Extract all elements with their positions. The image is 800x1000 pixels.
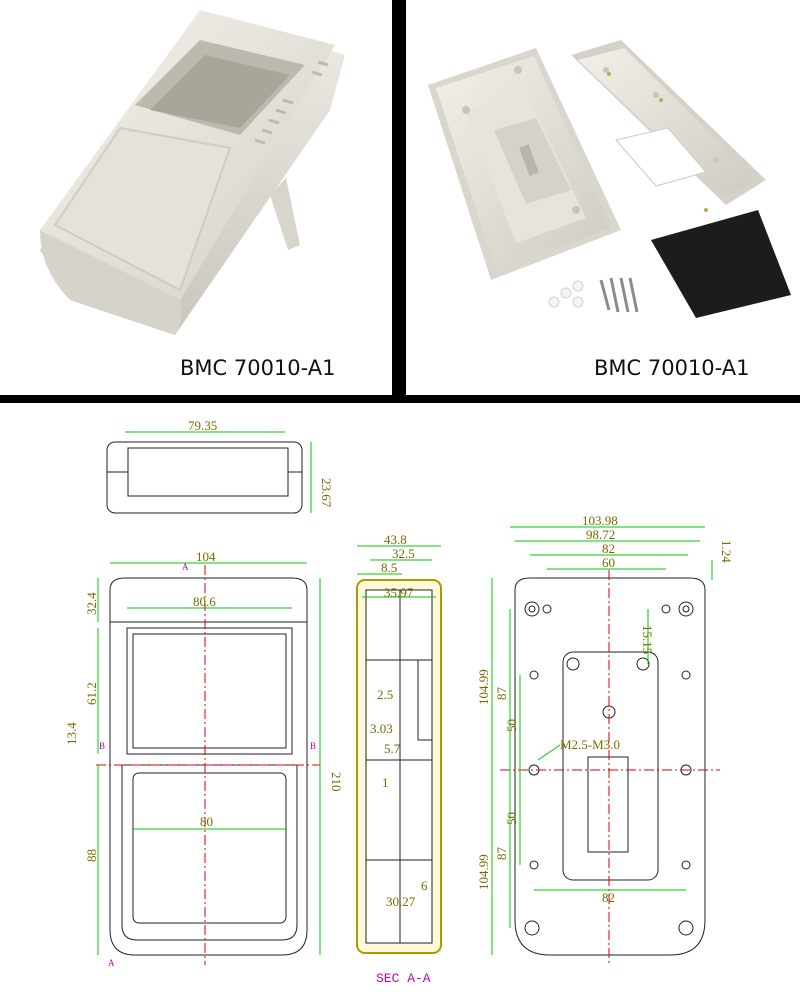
svg-text:30.27: 30.27 [386,894,416,909]
svg-text:13.4: 13.4 [64,722,79,745]
photo-caption: BMC 70010-A1 [180,356,336,380]
top-view [106,441,303,514]
svg-text:35.97: 35.97 [384,585,414,600]
svg-text:A: A [182,562,189,572]
svg-text:88: 88 [84,849,99,862]
svg-text:104.99: 104.99 [476,669,491,705]
svg-text:104: 104 [196,549,216,564]
svg-text:104.99: 104.99 [476,854,491,890]
svg-text:50: 50 [504,719,519,732]
svg-text:5.7: 5.7 [384,741,401,756]
svg-text:61.2: 61.2 [84,682,99,705]
svg-text:80: 80 [200,814,213,829]
svg-text:103.98: 103.98 [582,513,618,528]
dimension-labels: 79.35 23.67 104 80.6 32.4 61.2 13.4 88 2… [64,418,734,986]
photo-panel-assembled: BMC 70010-A1 [0,0,392,395]
front-view [109,577,308,956]
svg-text:32.4: 32.4 [84,592,99,615]
centerlines [96,565,720,965]
photo-panel-exploded: BMC 70010-A1 [406,0,800,395]
svg-text:60: 60 [602,555,615,570]
svg-text:15.15: 15.15 [640,625,655,654]
svg-text:3.03: 3.03 [370,721,393,736]
svg-text:98.72: 98.72 [586,527,615,542]
svg-text:87: 87 [494,687,509,701]
svg-text:M2.5-M3.0: M2.5-M3.0 [560,737,620,752]
svg-text:32.5: 32.5 [392,546,415,561]
svg-text:6: 6 [421,878,428,893]
svg-text:1.24: 1.24 [719,540,734,563]
svg-text:SEC A-A: SEC A-A [376,971,431,986]
svg-text:210: 210 [329,772,344,792]
enclosure-assembled-image [40,10,345,335]
section-view [356,579,442,954]
svg-text:79.35: 79.35 [188,418,217,433]
svg-text:1: 1 [382,775,389,790]
svg-text:82: 82 [602,541,615,556]
svg-text:2.5: 2.5 [377,687,393,702]
svg-text:A: A [108,958,115,968]
svg-text:B: B [99,741,105,751]
dimension-lines [97,431,713,955]
svg-text:80.6: 80.6 [193,594,216,609]
svg-text:23.67: 23.67 [319,478,334,508]
svg-text:8.5: 8.5 [381,560,397,575]
panel-divider [392,0,406,400]
enclosure-parts-image [428,40,791,318]
svg-text:B: B [310,741,316,751]
svg-text:50: 50 [504,812,519,825]
technical-drawing: 79.35 23.67 104 80.6 32.4 61.2 13.4 88 2… [64,418,734,986]
photo-caption: BMC 70010-A1 [594,356,750,380]
svg-text:43.8: 43.8 [384,532,407,547]
section-divider [0,395,800,403]
svg-text:87: 87 [494,847,509,861]
svg-text:82: 82 [602,890,615,905]
